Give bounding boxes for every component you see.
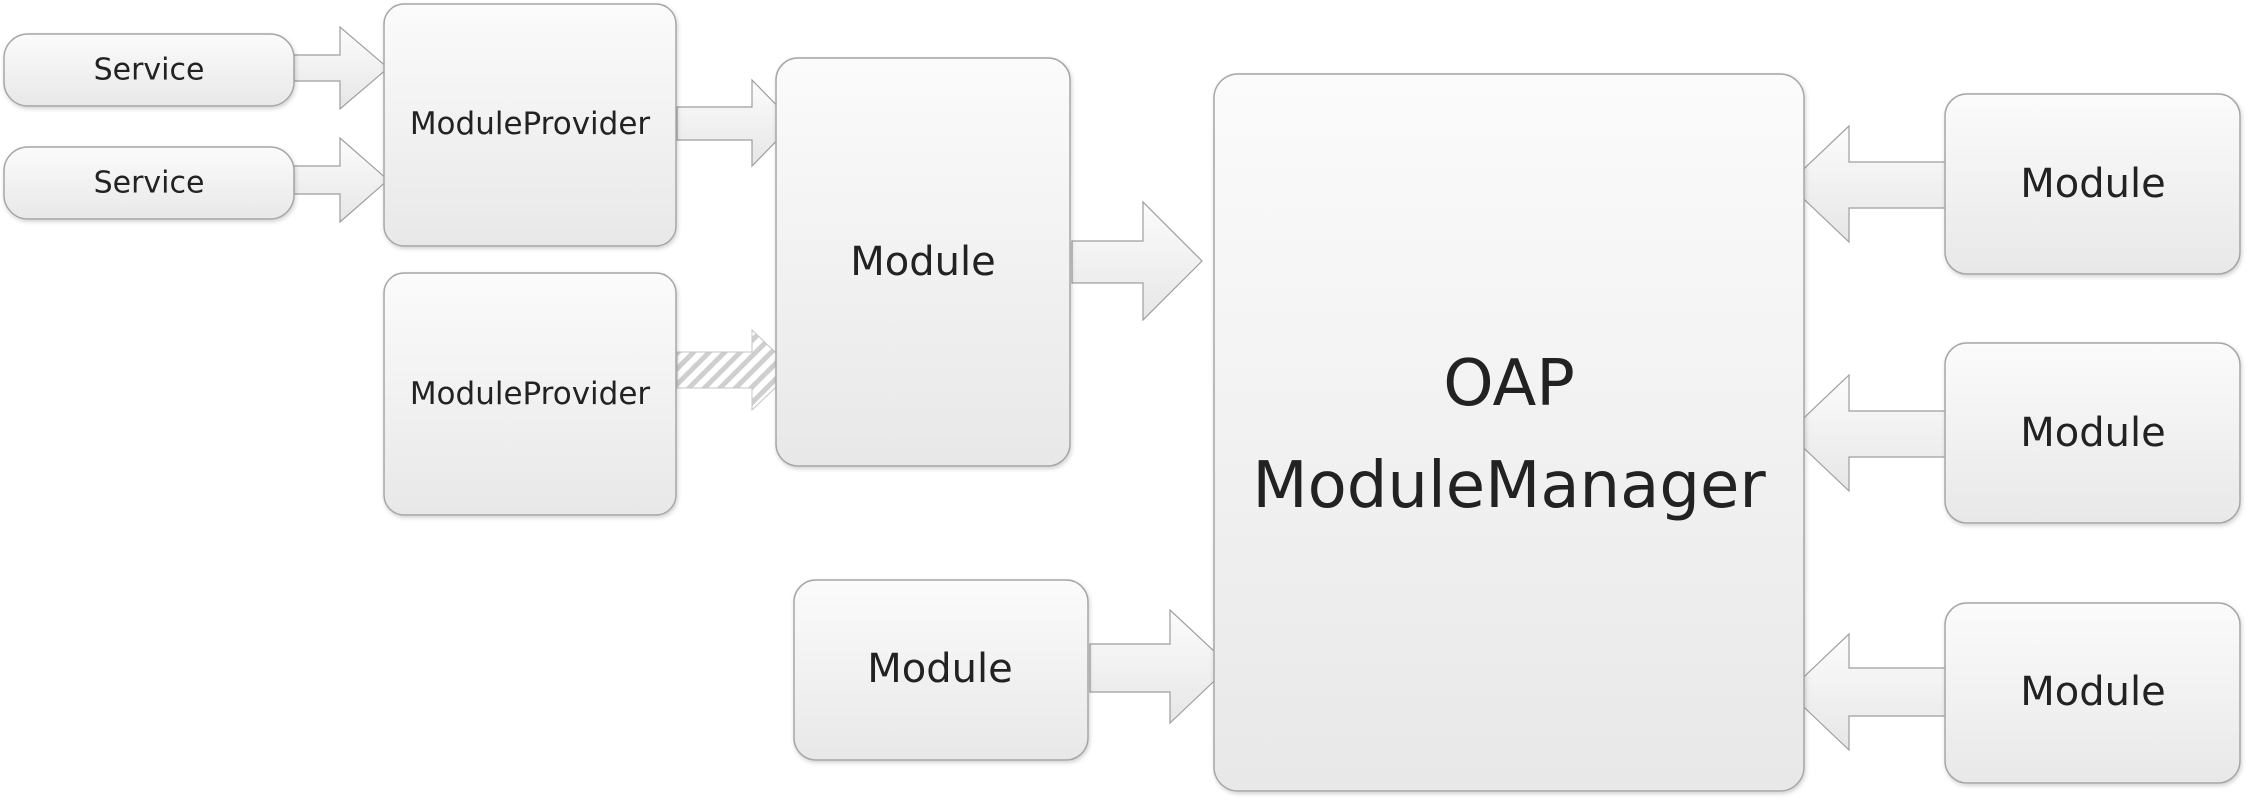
module-label-center: Module — [850, 239, 995, 285]
arrow-provider-to-module — [676, 78, 795, 168]
module-manager-box: OAP ModuleManager — [1213, 73, 1805, 792]
module-box-right-3: Module — [1944, 602, 2241, 784]
module-provider-box-1: ModuleProvider — [383, 3, 677, 247]
module-provider-label-1: ModuleProvider — [410, 106, 651, 142]
service-box-2: Service — [3, 146, 295, 220]
arrow-right-module-1-to-manager — [1787, 124, 1947, 244]
module-provider-box-2: ModuleProvider — [383, 272, 677, 516]
module-label-right-1: Module — [2020, 161, 2165, 207]
module-box-right-2: Module — [1944, 342, 2241, 524]
service-label-1: Service — [94, 53, 205, 88]
arrow-service-to-provider-2 — [293, 136, 389, 224]
arrow-service-to-provider-1 — [293, 25, 389, 111]
arrow-bottom-module-to-manager — [1089, 608, 1231, 725]
module-label-bottom: Module — [867, 646, 1012, 692]
arrow-right-module-2-to-manager — [1787, 373, 1947, 493]
module-box-bottom: Module — [793, 579, 1089, 761]
service-label-2: Service — [94, 166, 205, 201]
module-manager-title-line1: OAP — [1443, 347, 1575, 421]
arrow-provider-to-module-optional — [676, 328, 795, 412]
module-provider-label-2: ModuleProvider — [410, 376, 651, 412]
module-box-right-1: Module — [1944, 93, 2241, 275]
module-box-center: Module — [775, 57, 1071, 467]
service-box-1: Service — [3, 33, 295, 107]
arrow-module-to-manager — [1071, 200, 1203, 322]
module-label-right-3: Module — [2020, 669, 2165, 715]
module-manager-title-line2: ModuleManager — [1252, 449, 1766, 523]
module-label-right-2: Module — [2020, 410, 2165, 456]
arrow-right-module-3-to-manager — [1787, 632, 1947, 752]
